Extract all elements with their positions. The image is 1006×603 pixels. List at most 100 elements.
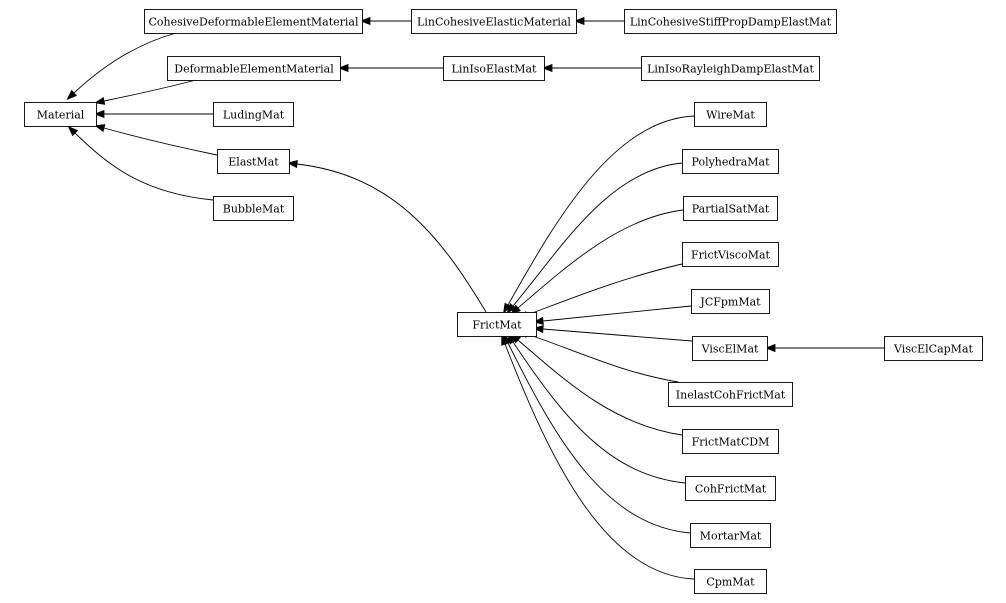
node-label: InelastCohFrictMat xyxy=(676,389,786,402)
edge-frict_visco-to-frict xyxy=(517,263,683,319)
nodes-layer: Material CohesiveDeformableElementMateria… xyxy=(24,9,983,594)
node-label: LinCohesiveStiffPropDampElastMat xyxy=(630,16,832,29)
arrowhead xyxy=(503,302,512,314)
node-label: FrictMatCDM xyxy=(692,436,770,449)
node-jcfpm[interactable]: JCFpmMat xyxy=(691,289,770,314)
edge-visc_el-to-frict xyxy=(532,324,693,342)
node-box xyxy=(24,102,97,127)
edge-visc_el_cap-to-visc_el xyxy=(764,343,884,353)
node-wire[interactable]: WireMat xyxy=(694,102,767,127)
edge-line xyxy=(542,305,692,322)
edge-line xyxy=(103,79,197,102)
node-label: LudingMat xyxy=(223,109,285,122)
edge-line xyxy=(526,333,679,383)
node-mortar[interactable]: MortarMat xyxy=(690,523,771,548)
node-bubble[interactable]: BubbleMat xyxy=(213,196,294,221)
node-box xyxy=(411,9,577,34)
node-deformable-element[interactable]: DeformableElementMaterial xyxy=(167,56,341,81)
node-label: Material xyxy=(37,109,85,122)
node-box xyxy=(691,289,770,314)
node-frict[interactable]: FrictMat xyxy=(457,312,537,337)
node-box xyxy=(694,102,767,127)
edge-deformable_element-to-material xyxy=(94,79,197,105)
node-label: CohFrictMat xyxy=(695,483,767,496)
node-label: JCFpmMat xyxy=(699,296,761,309)
node-label: LinIsoRayleighDampElastMat xyxy=(647,63,814,76)
edge-wire-to-frict xyxy=(503,115,695,314)
node-luding[interactable]: LudingMat xyxy=(213,102,294,127)
node-label: BubbleMat xyxy=(223,203,285,216)
node-label: ViscElCapMat xyxy=(893,343,973,356)
edge-line xyxy=(73,32,177,94)
node-lin-iso-rayleigh[interactable]: LinIsoRayleighDampElastMat xyxy=(641,56,820,81)
node-visc-el[interactable]: ViscElMat xyxy=(692,336,768,361)
arrowhead xyxy=(94,124,106,133)
node-box xyxy=(668,382,793,407)
edge-lin_cohesive_elastic-to-cohesive_deformable xyxy=(359,16,411,26)
edge-line xyxy=(517,209,684,309)
node-label: ViscElMat xyxy=(701,343,759,356)
node-box xyxy=(682,149,779,174)
edge-line xyxy=(517,339,683,436)
edge-line xyxy=(504,343,695,580)
node-label: LinIsoElastMat xyxy=(452,63,538,76)
arrowhead xyxy=(67,125,79,137)
node-box xyxy=(641,56,820,81)
node-visc-el-cap[interactable]: ViscElCapMat xyxy=(884,336,983,361)
node-cohesive-deformable[interactable]: CohesiveDeformableElementMaterial xyxy=(144,9,363,34)
edge-line xyxy=(74,132,214,201)
node-lin-cohesive-elastic[interactable]: LinCohesiveElasticMaterial xyxy=(411,9,577,34)
arrowhead xyxy=(94,96,106,105)
edge-partial_sat-to-frict xyxy=(510,209,684,315)
edge-line xyxy=(526,263,683,316)
node-label: ElastMat xyxy=(228,156,279,169)
edge-lin_iso_rayleigh-to-lin_iso_elast xyxy=(541,63,641,73)
node-lin-cohesive-stiff[interactable]: LinCohesiveStiffPropDampElastMat xyxy=(624,9,837,34)
edges-layer xyxy=(66,16,884,580)
node-elast[interactable]: ElastMat xyxy=(217,149,290,174)
node-label: FrictViscoMat xyxy=(691,249,771,262)
node-label: MortarMat xyxy=(700,530,762,543)
node-label: LinCohesiveElasticMaterial xyxy=(417,16,571,29)
node-box xyxy=(457,312,537,337)
edge-cohesive_deformable-to-material xyxy=(66,32,177,100)
node-box xyxy=(884,336,983,361)
node-cpm[interactable]: CpmMat xyxy=(694,569,767,594)
edge-polyhedra-to-frict xyxy=(506,162,683,314)
node-box xyxy=(685,476,776,501)
edge-line xyxy=(296,163,487,313)
node-box xyxy=(690,523,771,548)
node-material[interactable]: Material xyxy=(24,102,97,127)
node-label: PolyhedraMat xyxy=(691,156,770,169)
node-lin-iso-elast[interactable]: LinIsoElastMat xyxy=(443,56,545,81)
arrowhead xyxy=(359,16,371,26)
edge-bubble-to-material xyxy=(67,125,214,201)
node-label: FrictMat xyxy=(472,319,522,332)
node-label: WireMat xyxy=(706,109,755,122)
arrowhead xyxy=(532,316,544,326)
node-label: PartialSatMat xyxy=(692,203,770,216)
edge-line xyxy=(103,127,218,156)
node-label: CpmMat xyxy=(706,576,755,589)
node-frict-cdm[interactable]: FrictMatCDM xyxy=(682,429,779,454)
node-frict-visco[interactable]: FrictViscoMat xyxy=(682,242,779,267)
arrowhead xyxy=(541,63,553,73)
node-box xyxy=(624,9,837,34)
edge-lin_cohesive_stiff-to-lin_cohesive_elastic xyxy=(573,16,624,26)
node-polyhedra[interactable]: PolyhedraMat xyxy=(682,149,779,174)
node-partial-sat[interactable]: PartialSatMat xyxy=(683,196,778,221)
edge-lin_iso_elast-to-deformable_element xyxy=(337,63,443,73)
node-box xyxy=(167,56,341,81)
node-box xyxy=(694,569,767,594)
node-box xyxy=(213,196,294,221)
node-box xyxy=(144,9,363,34)
node-inelast-coh-frict[interactable]: InelastCohFrictMat xyxy=(668,382,793,407)
arrowhead xyxy=(532,324,544,334)
node-box xyxy=(692,336,768,361)
node-label: DeformableElementMaterial xyxy=(174,63,334,76)
edge-luding-to-material xyxy=(93,109,213,119)
arrowhead xyxy=(506,303,517,314)
edge-coh_frict-to-frict xyxy=(507,333,686,484)
node-coh-frict[interactable]: CohFrictMat xyxy=(685,476,776,501)
